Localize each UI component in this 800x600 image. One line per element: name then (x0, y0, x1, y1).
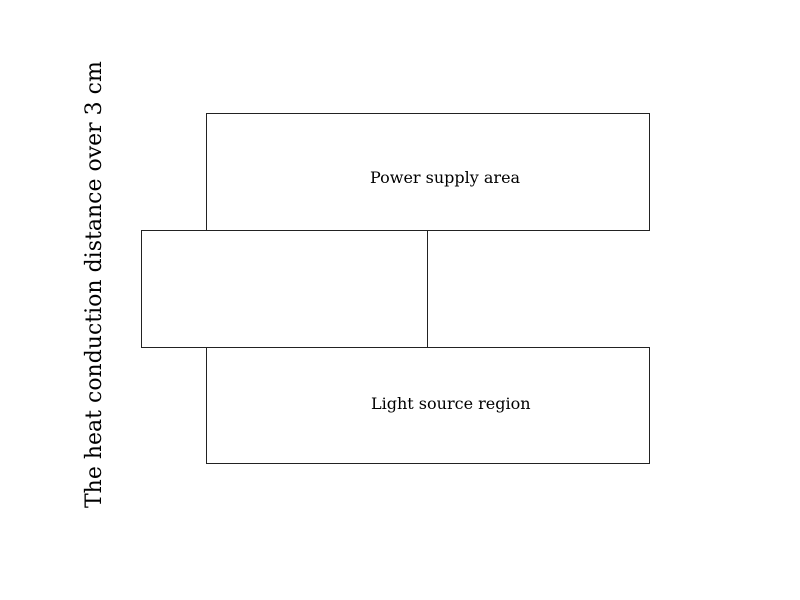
power-supply-area-box (206, 113, 650, 231)
middle-right-divider (427, 230, 650, 348)
heat-conduction-box (141, 230, 428, 348)
side-label-container: The heat conduction distance over 3 cm (80, 61, 110, 508)
power-supply-area-label: Power supply area (370, 168, 521, 187)
heat-conduction-distance-label: The heat conduction distance over 3 cm (82, 61, 107, 508)
light-source-region-box (206, 347, 650, 464)
light-source-region-label: Light source region (371, 394, 531, 413)
